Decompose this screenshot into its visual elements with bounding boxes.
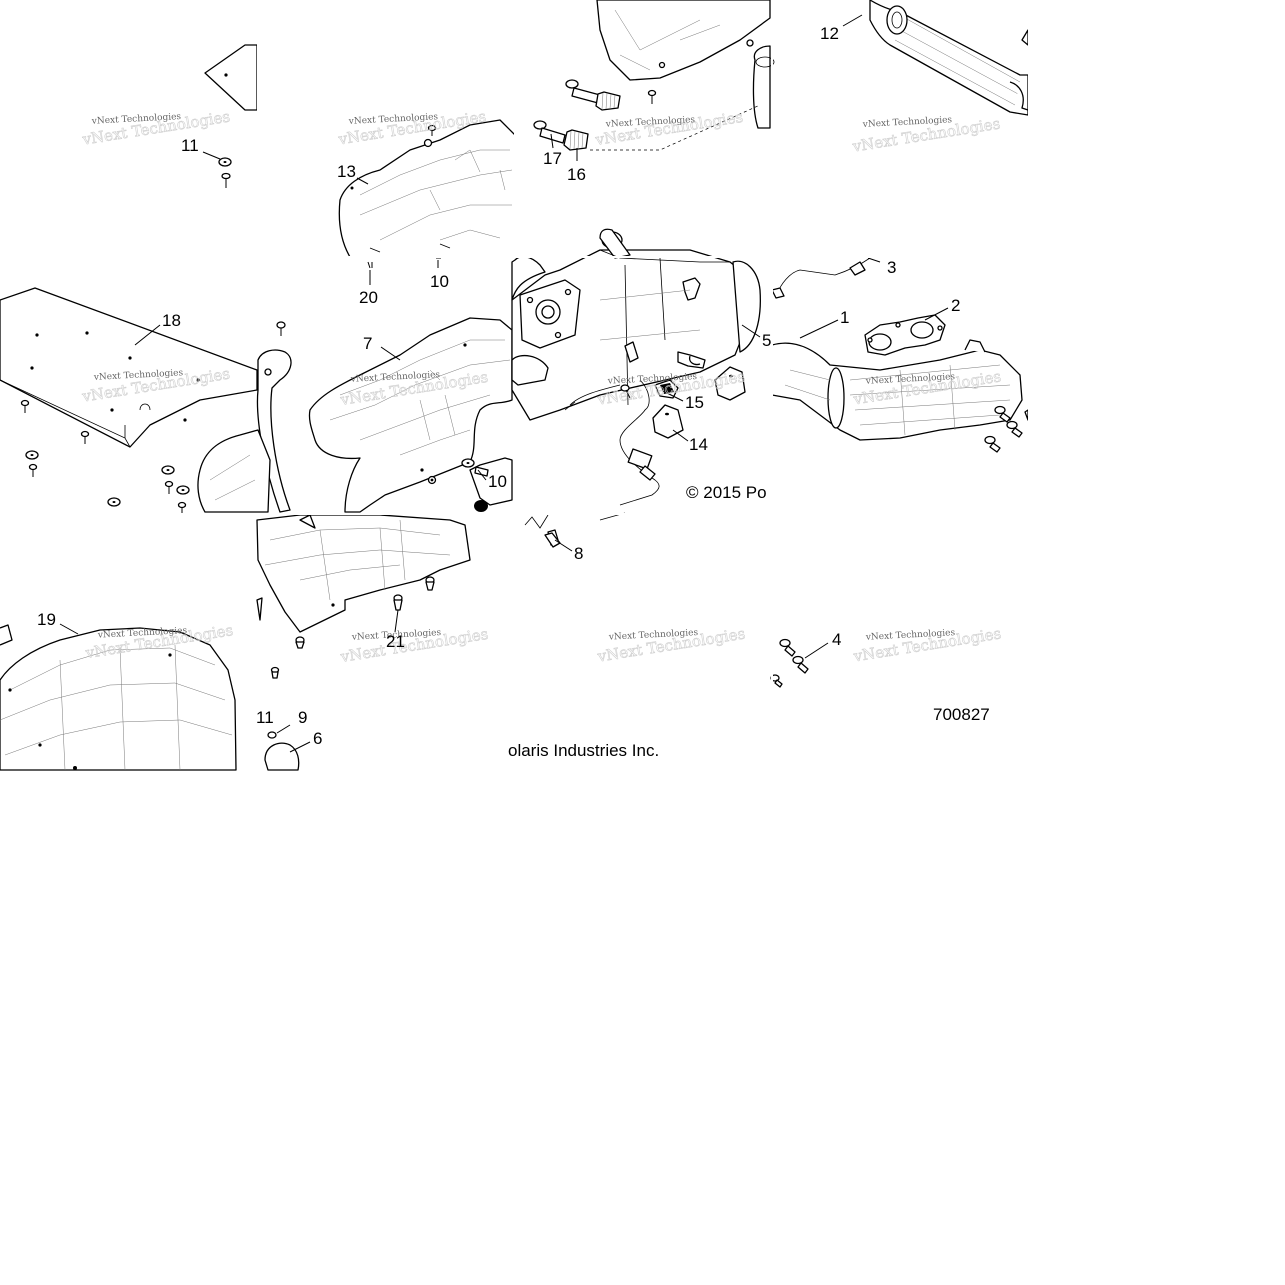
- callout-12: 12: [820, 24, 839, 43]
- o2-sensor-3: [771, 257, 871, 299]
- watermark-text: vNext Technologies: [865, 628, 956, 643]
- callout-14: 14: [689, 435, 708, 454]
- bolt-small-b: [647, 89, 657, 104]
- callout-labels: 11 13 17 16 12 20 10 3 18 7 2 1 5 15 14 …: [37, 24, 960, 748]
- watermark-text: vNext Technologies: [97, 626, 188, 641]
- bolt-muffler: [620, 384, 631, 399]
- skid-plate-fasteners: [20, 399, 190, 514]
- pipe-stub-right: [752, 45, 775, 129]
- bung-6: [264, 742, 300, 771]
- callout-6: 6: [313, 729, 322, 748]
- shield-21-fasteners: [270, 576, 435, 679]
- watermark-text: vNext Technologies: [350, 370, 441, 385]
- watermark-text: vNext Technologies: [91, 112, 182, 127]
- watermark-text: vNext Technologies: [607, 372, 698, 387]
- o2-sensor-wire: [564, 379, 660, 506]
- bolt-17: [533, 120, 566, 144]
- rubber-block-14b: [652, 404, 684, 439]
- watermark-text: vNext Technologies: [865, 372, 956, 387]
- leader-lines: [59, 14, 949, 753]
- washer-10b: [461, 458, 489, 477]
- heat-shield-19: [0, 624, 237, 771]
- figure-number: 700827: [933, 705, 990, 724]
- exhaust-manifold-1: [771, 339, 1023, 441]
- callout-20: 20: [359, 288, 378, 307]
- washer-9: [267, 731, 277, 739]
- callout-10: 10: [488, 472, 507, 491]
- watermark-text: vNext Technologies: [862, 115, 953, 130]
- copyright-left: © 2015 Po: [686, 483, 767, 502]
- callout-9: 9: [298, 708, 307, 727]
- callout-3: 3: [887, 258, 896, 277]
- bolt-spring-upper: [565, 79, 621, 111]
- callout-4: 4: [832, 630, 841, 649]
- rubber-mount-15: [654, 379, 679, 399]
- callout-2: 2: [951, 296, 960, 315]
- copyright-right: olaris Industries Inc.: [508, 741, 659, 760]
- clip-8: [524, 512, 626, 548]
- heat-shield-13: [338, 119, 516, 258]
- bracket-plate-corner: [204, 44, 258, 111]
- watermark-text: vNext Technologies: [348, 112, 439, 127]
- upper-bracket: [596, 0, 771, 81]
- callout-19: 19: [37, 610, 56, 629]
- callout-5: 5: [762, 331, 771, 350]
- watermark-text: vNext Technologies: [351, 628, 442, 643]
- grommet: [474, 500, 488, 512]
- callout-8: 8: [574, 544, 583, 563]
- watermark-text: vNext Technologies: [93, 368, 184, 383]
- rubber-block-14a: [714, 366, 746, 401]
- muffler-5: [511, 228, 761, 421]
- callout-16: 16: [567, 165, 586, 184]
- callout-11: 11: [256, 708, 274, 727]
- heat-shield-7: [308, 317, 513, 513]
- washer-11: [218, 157, 232, 167]
- watermark-text: vNext Technologies: [608, 628, 699, 643]
- callout-15: 15: [685, 393, 704, 412]
- callout-1: 1: [840, 308, 849, 327]
- callout-21: 21: [386, 632, 405, 651]
- callout-17: 17: [543, 149, 562, 168]
- callout-10: 10: [430, 272, 449, 291]
- gasket-2: [864, 314, 946, 356]
- bolt-small-a: [221, 172, 231, 188]
- skid-plate-18: [0, 287, 258, 448]
- watermark-text: vNext Technologies: [605, 115, 696, 130]
- tail-pipe-12: [869, 0, 1029, 116]
- callout-7: 7: [363, 334, 372, 353]
- callout-11: 11: [181, 136, 199, 155]
- lower-shield-21: [256, 514, 471, 633]
- callout-18: 18: [162, 311, 181, 330]
- callout-13: 13: [337, 162, 356, 181]
- spring-16: [563, 129, 589, 151]
- bolt-top-13: [427, 124, 437, 136]
- bolts-4: [770, 638, 809, 688]
- side-shield-strap: [197, 321, 292, 513]
